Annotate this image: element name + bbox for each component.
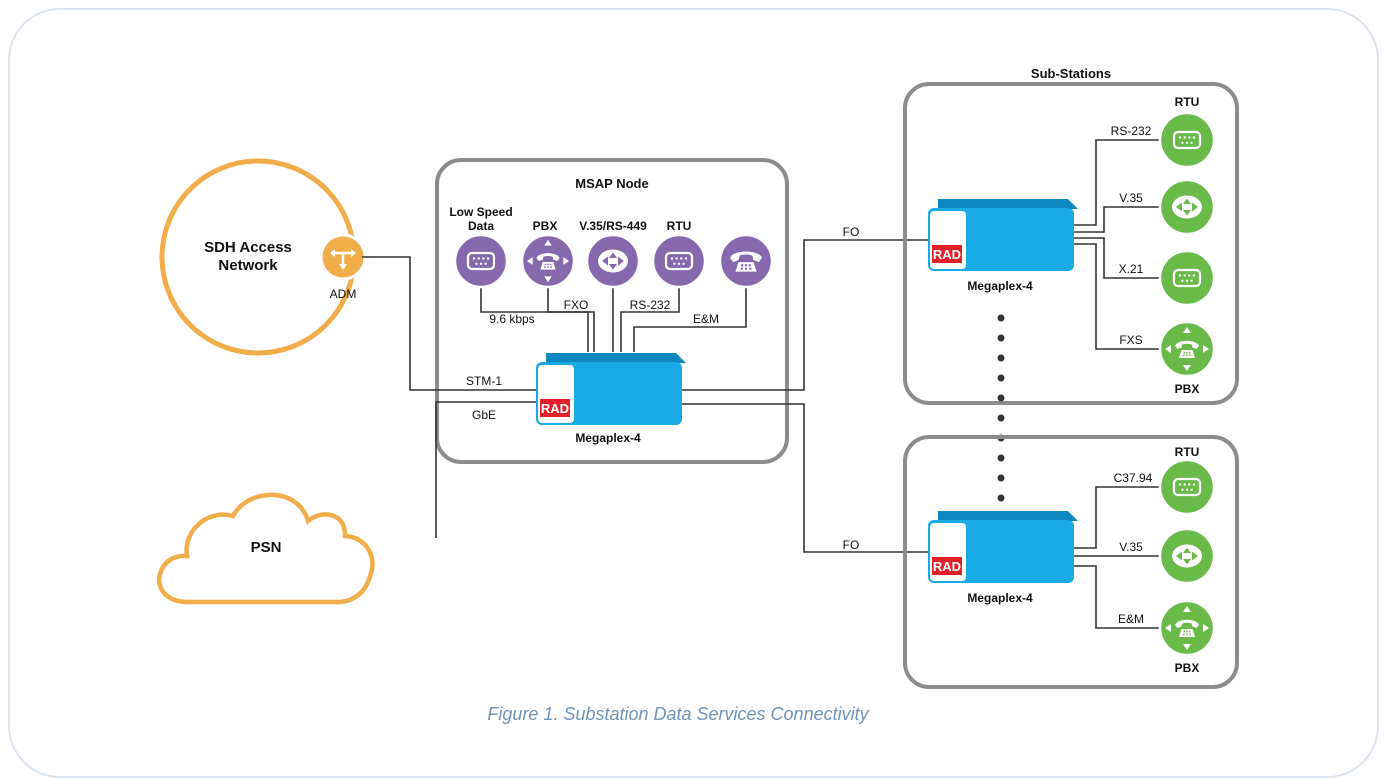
continuation-dots <box>997 314 1005 502</box>
bottom-v35-device[interactable] <box>1158 527 1216 585</box>
top-pbx-device[interactable] <box>1158 320 1216 378</box>
top-pbx-label: PBX <box>1175 382 1200 396</box>
msap-megaplex-4[interactable]: Megaplex-4 <box>536 353 686 445</box>
bottom-link-em: E&M <box>1118 612 1144 626</box>
substations-title: Sub-Stations <box>1031 66 1111 81</box>
rtu-label: RTU <box>667 219 692 233</box>
link-fo-top: FO <box>843 225 860 239</box>
bottom-link-c3794: C37.94 <box>1114 471 1153 485</box>
v35-rs449-device[interactable] <box>585 233 641 289</box>
psn-cloud-shape <box>157 492 375 605</box>
megaplex-device-icon <box>928 199 1078 271</box>
psn-cloud[interactable]: PSN <box>157 492 375 605</box>
link-em: E&M <box>693 312 719 326</box>
low-speed-data-device[interactable] <box>453 233 509 289</box>
substation-top-box <box>903 82 1239 405</box>
sdh-label-line1: SDH Access <box>204 239 292 256</box>
msap-wires <box>480 284 747 352</box>
msap-megaplex-label: Megaplex-4 <box>575 431 641 445</box>
link-fo-bottom: FO <box>843 538 860 552</box>
substation-top-wires <box>1074 139 1160 350</box>
top-link-v35: V.35 <box>1119 191 1143 205</box>
bottom-megaplex-label: Megaplex-4 <box>967 591 1033 605</box>
top-link-rs232: RS-232 <box>1111 124 1152 138</box>
link-stm1: STM-1 <box>466 374 502 388</box>
sdh-label-line2: Network <box>218 257 278 274</box>
substation-top-megaplex-4[interactable]: Megaplex-4 <box>928 199 1078 293</box>
bottom-link-v35: V.35 <box>1119 540 1143 554</box>
low-speed-data-label-line1: Low Speed <box>449 205 512 219</box>
v35-connector-icon <box>1172 195 1202 219</box>
top-rtu-device[interactable] <box>1158 111 1216 169</box>
bottom-rtu-device[interactable] <box>1158 458 1216 516</box>
top-megaplex-label: Megaplex-4 <box>967 279 1033 293</box>
substation-bottom-megaplex-4[interactable]: Megaplex-4 <box>928 511 1078 605</box>
substation-bottom-wires <box>1074 486 1160 629</box>
msap-node-box <box>435 158 789 464</box>
adm-label: ADM <box>330 287 357 301</box>
link-gbe: GbE <box>472 408 496 422</box>
top-rtu-label: RTU <box>1175 95 1200 109</box>
v35-connector-icon <box>598 249 628 273</box>
v35-connector-icon <box>1172 544 1202 568</box>
low-speed-data-label-line2: Data <box>468 219 494 233</box>
msap-node-title: MSAP Node <box>575 176 648 191</box>
figure-caption: Figure 1. Substation Data Services Conne… <box>487 704 869 724</box>
megaplex-device-icon <box>536 353 686 425</box>
bottom-pbx-label: PBX <box>1175 661 1200 675</box>
psn-label: PSN <box>251 539 282 556</box>
bottom-pbx-device[interactable] <box>1158 599 1216 657</box>
top-link-fxs: FXS <box>1119 333 1142 347</box>
v35-rs449-label: V.35/RS-449 <box>579 219 647 233</box>
trunk-wires <box>362 239 934 553</box>
top-x21-device[interactable] <box>1158 249 1216 307</box>
link-fxo: FXO <box>564 298 589 312</box>
bottom-rtu-label: RTU <box>1175 445 1200 459</box>
megaplex-device-icon <box>928 511 1078 583</box>
pbx-label: PBX <box>533 219 558 233</box>
em-phone-device[interactable] <box>718 233 774 289</box>
top-link-x21: X.21 <box>1119 262 1144 276</box>
top-v35-device[interactable] <box>1158 178 1216 236</box>
pbx-device[interactable] <box>520 233 576 289</box>
link-9-6-kbps: 9.6 kbps <box>489 312 534 326</box>
substation-bottom-box <box>903 435 1239 689</box>
rtu-device[interactable] <box>651 233 707 289</box>
figure-frame <box>8 8 1379 778</box>
link-rs232: RS-232 <box>630 298 671 312</box>
